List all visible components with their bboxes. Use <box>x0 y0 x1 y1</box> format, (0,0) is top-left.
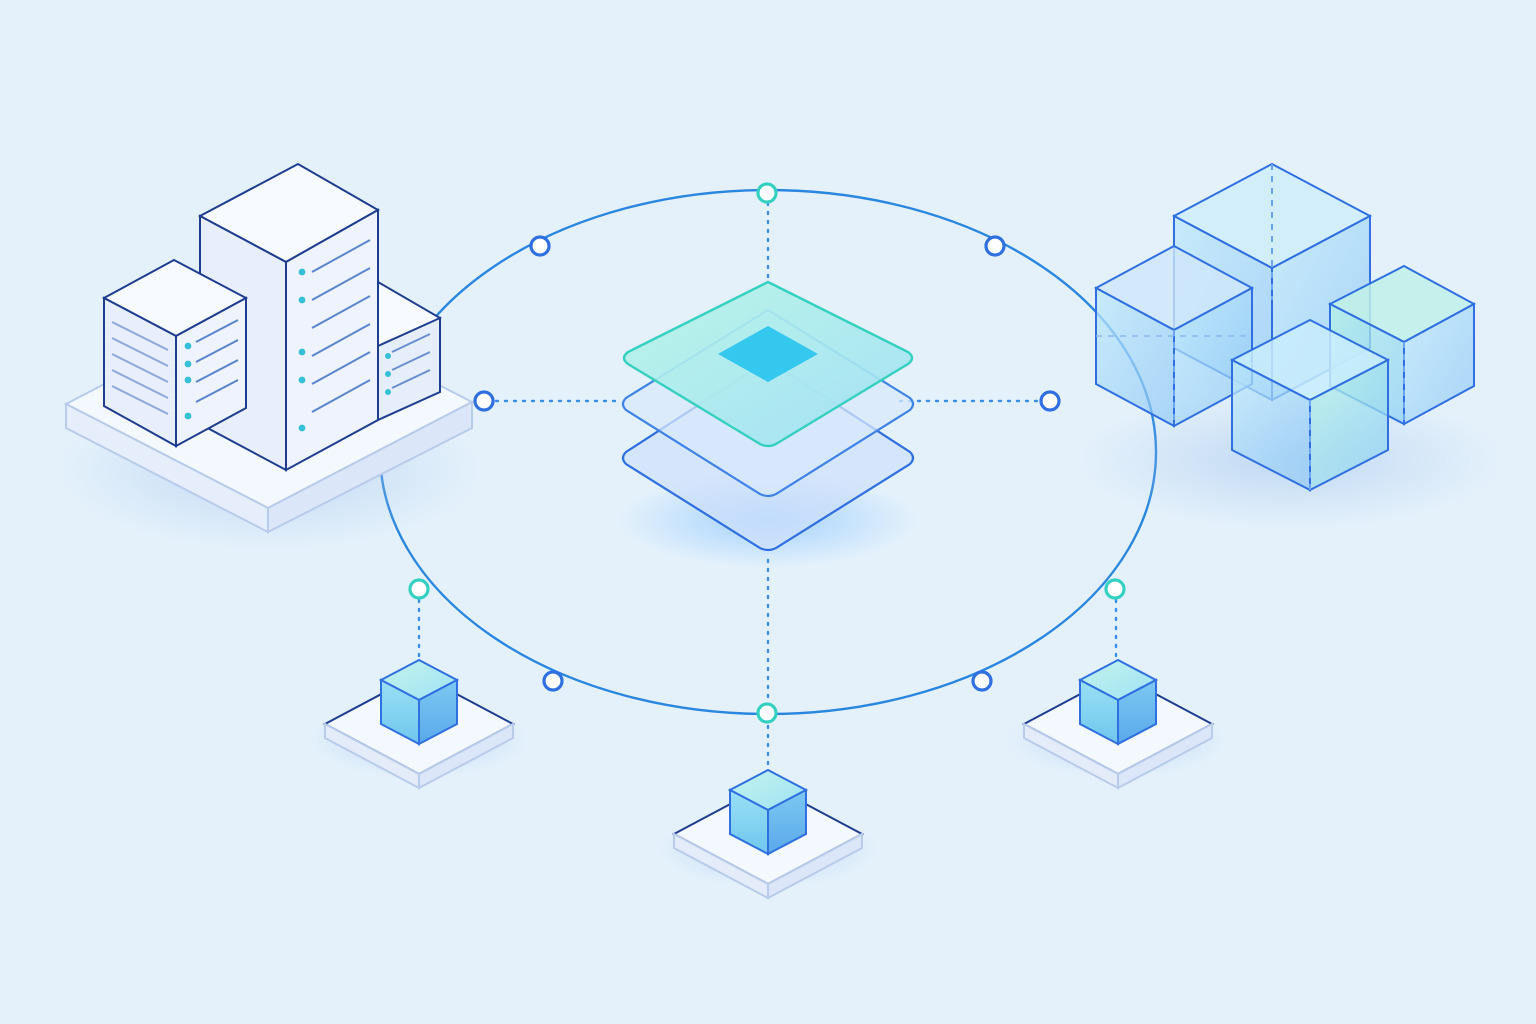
ring-node-upper-left <box>529 235 551 257</box>
ring-node-top <box>756 182 778 204</box>
cube-node-lower-right <box>1008 658 1228 790</box>
cube-node-bottom <box>658 768 878 900</box>
ring-node-lower-left-teal <box>408 578 430 600</box>
cube-front <box>1229 318 1391 492</box>
ring-node-bottom <box>756 702 778 724</box>
cube-node-icon <box>1077 658 1159 746</box>
layer-stack-icon <box>618 280 918 568</box>
server-rack-icon <box>60 162 480 550</box>
cube-node-icon <box>378 658 460 746</box>
ring-node-right <box>1039 390 1061 412</box>
cube-node-lower-left <box>309 658 529 790</box>
hub-core <box>718 326 818 382</box>
ring-node-upper-right <box>984 235 1006 257</box>
ring-nodes <box>408 182 1126 724</box>
connector-lines <box>417 201 1118 774</box>
layer-top <box>622 280 914 448</box>
ring-node-bottom-right <box>971 670 993 692</box>
cube-node-icon <box>727 768 809 856</box>
ring-node-bottom-left <box>542 670 564 692</box>
ring-node-lower-right-teal <box>1104 578 1126 600</box>
cube-cluster-icon <box>1080 162 1500 530</box>
server-unit-front <box>101 258 249 448</box>
ring-node-left <box>473 390 495 412</box>
